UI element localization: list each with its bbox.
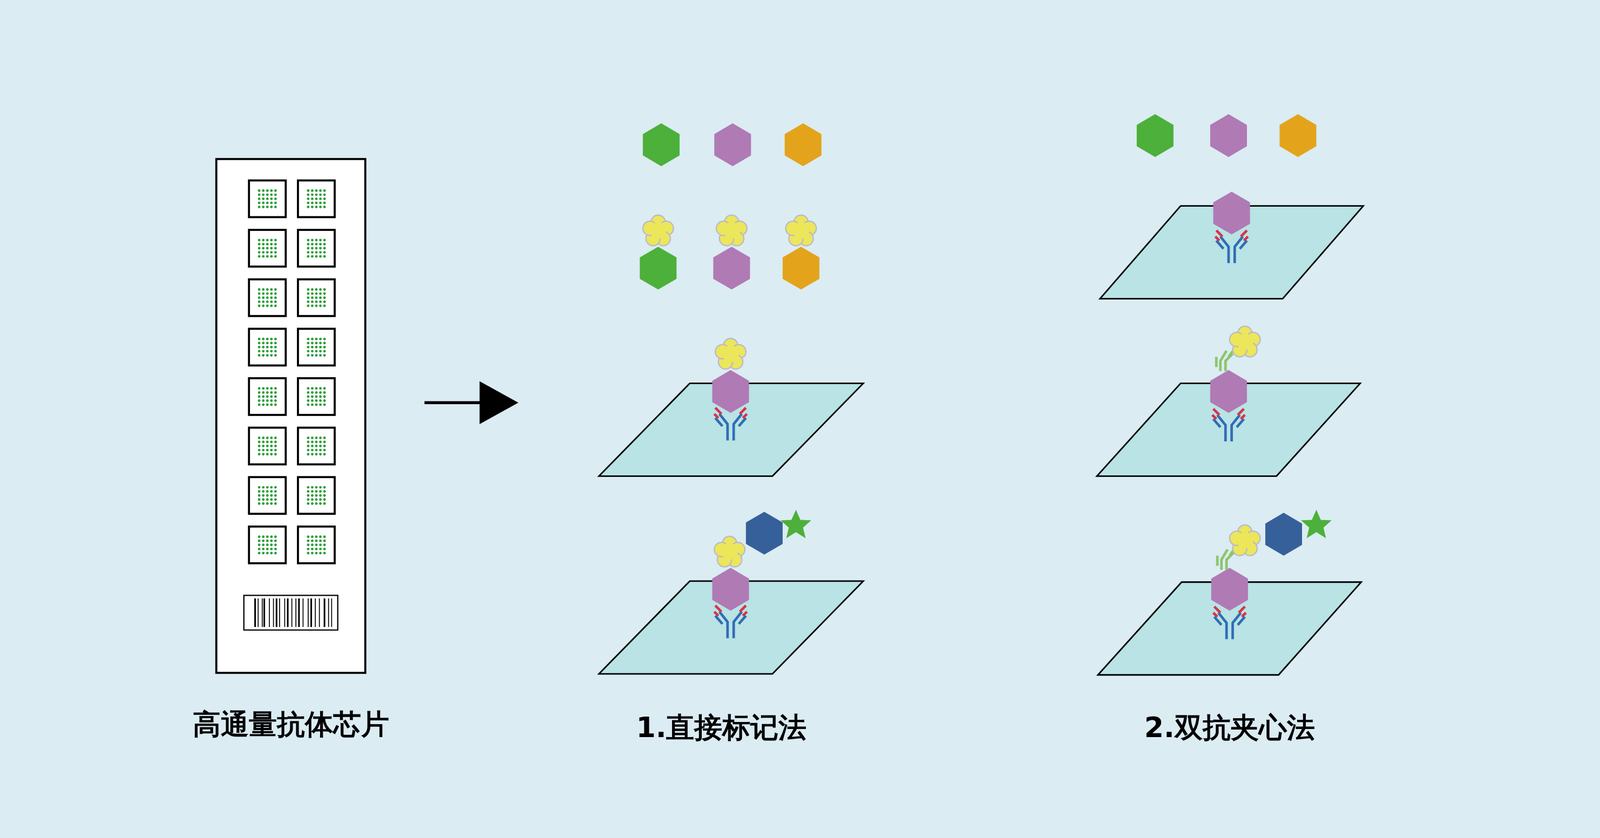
chip-label: 高通量抗体芯片 (192, 707, 390, 742)
barcode-bar (284, 598, 286, 628)
barcode-bar (302, 598, 304, 628)
barcode-bar (314, 598, 316, 628)
array-well (297, 477, 335, 514)
barcode-bar (263, 598, 266, 628)
method-label: 2.双抗夹心法 (1144, 710, 1315, 745)
array-well (248, 229, 286, 267)
array-well (297, 526, 335, 564)
barcode-bar (268, 598, 270, 628)
barcode-bar (275, 598, 278, 628)
barcode-bar (319, 598, 321, 628)
barcode-bar (297, 598, 300, 628)
array-well (297, 328, 335, 366)
barcode-bar (257, 598, 259, 628)
barcode-bar (273, 598, 275, 628)
array-well (297, 180, 335, 218)
array-well (248, 378, 286, 416)
array-well (297, 279, 335, 317)
barcode-bar (295, 598, 297, 628)
barcode-bar (330, 598, 332, 628)
barcode-bar (254, 598, 256, 628)
array-well (248, 477, 286, 514)
array-well (297, 229, 335, 267)
barcode-bar (307, 598, 309, 628)
array-well (248, 328, 286, 366)
array-well (248, 180, 286, 218)
barcode-bar (310, 598, 313, 628)
array-well (297, 428, 335, 465)
array-well (248, 526, 286, 564)
array-well (248, 428, 286, 465)
barcode-bar (287, 598, 289, 628)
method-label: 1.直接标记法 (635, 710, 807, 745)
barcode-bar (291, 598, 293, 628)
barcode-bar (279, 598, 281, 628)
array-well (248, 279, 286, 317)
barcode-bar (328, 598, 330, 628)
array-well (297, 378, 335, 416)
barcode-bar (323, 598, 326, 628)
barcode-bar (261, 598, 263, 628)
